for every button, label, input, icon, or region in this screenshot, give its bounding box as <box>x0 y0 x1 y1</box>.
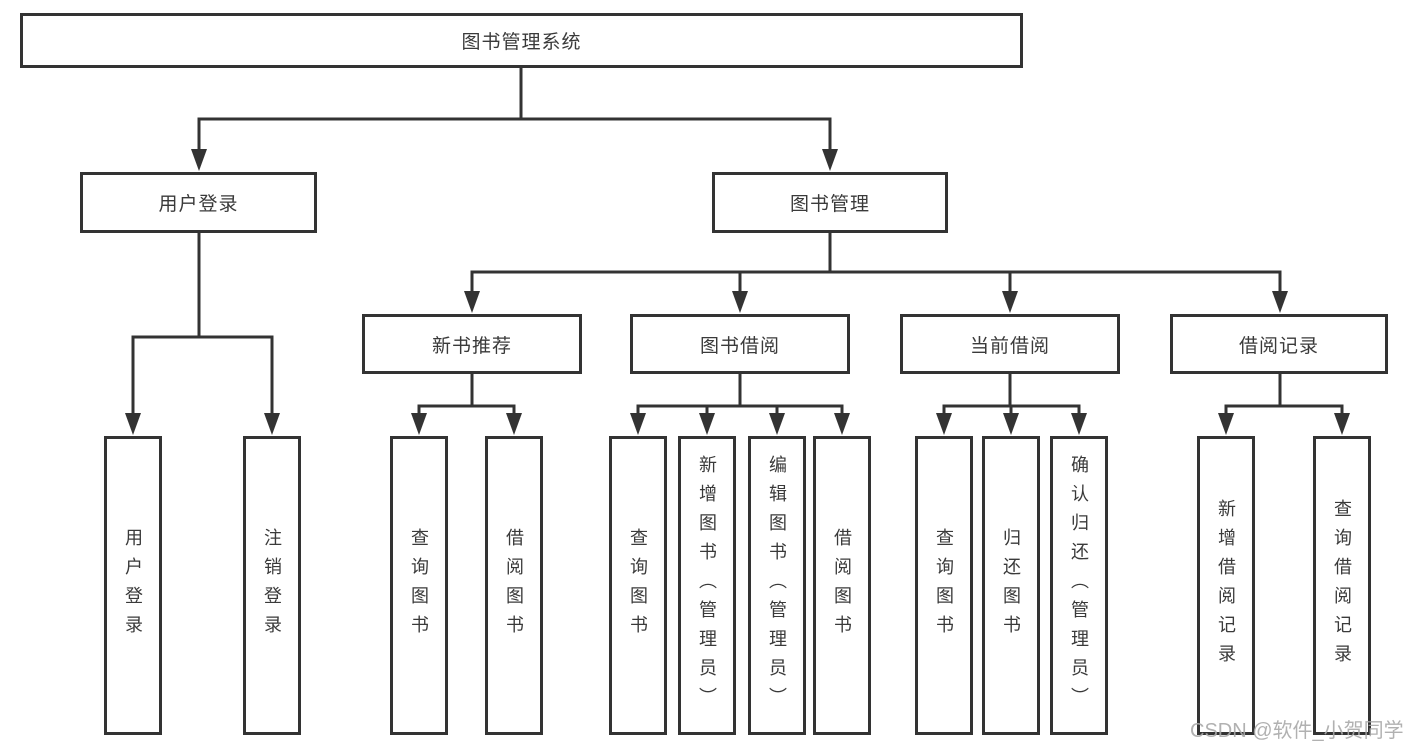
leaf-borrow-borrow-books: 借阅图书 <box>813 436 871 735</box>
leaf-records-add-record-label: 新增借阅记录 <box>1216 498 1236 673</box>
leaf-current-confirm-return-admin: 确认归还（管理员） <box>1050 436 1108 735</box>
leaf-borrow-query-books-label: 查询图书 <box>628 527 648 644</box>
node-user-login-label: 用户登录 <box>158 194 239 215</box>
leaf-current-confirm-return-admin-label: 确认归还（管理员） <box>1069 455 1089 716</box>
leaf-current-query-books: 查询图书 <box>915 436 973 735</box>
group-book-borrow-label: 图书借阅 <box>699 335 780 357</box>
leaf-recommend-borrow-books-label: 借阅图书 <box>504 527 524 644</box>
leaf-logout: 注销登录 <box>243 436 301 735</box>
leaf-user-login: 用户登录 <box>104 436 162 735</box>
group-new-book-recommend: 新书推荐 <box>362 314 582 374</box>
leaf-recommend-borrow-books: 借阅图书 <box>485 436 543 735</box>
watermark-text: CSDN @软件_小贺同学 <box>1190 720 1404 742</box>
leaf-borrow-query-books: 查询图书 <box>609 436 667 735</box>
group-new-book-recommend-label: 新书推荐 <box>431 335 512 357</box>
node-user-login: 用户登录 <box>80 172 317 233</box>
group-borrow-records-label: 借阅记录 <box>1238 335 1319 357</box>
leaf-recommend-query-books-label: 查询图书 <box>409 527 429 644</box>
group-current-borrow-label: 当前借阅 <box>969 335 1050 357</box>
leaf-logout-label: 注销登录 <box>262 527 282 644</box>
leaf-records-query-record-label: 查询借阅记录 <box>1332 498 1352 673</box>
node-root: 图书管理系统 <box>20 13 1023 68</box>
leaf-borrow-edit-book-admin-label: 编辑图书（管理员） <box>767 455 787 716</box>
leaf-borrow-add-book-admin-label: 新增图书（管理员） <box>697 455 717 716</box>
leaf-current-return-books: 归还图书 <box>982 436 1040 735</box>
leaf-borrow-borrow-books-label: 借阅图书 <box>832 527 852 644</box>
leaf-user-login-label: 用户登录 <box>123 527 143 644</box>
node-book-management: 图书管理 <box>712 172 948 233</box>
leaf-recommend-query-books: 查询图书 <box>390 436 448 735</box>
leaf-borrow-add-book-admin: 新增图书（管理员） <box>678 436 736 735</box>
group-current-borrow: 当前借阅 <box>900 314 1120 374</box>
group-book-borrow: 图书借阅 <box>630 314 850 374</box>
leaf-current-return-books-label: 归还图书 <box>1001 527 1021 644</box>
leaf-borrow-edit-book-admin: 编辑图书（管理员） <box>748 436 806 735</box>
leaf-records-query-record: 查询借阅记录 <box>1313 436 1371 735</box>
leaf-records-add-record: 新增借阅记录 <box>1197 436 1255 735</box>
group-borrow-records: 借阅记录 <box>1170 314 1388 374</box>
leaf-current-query-books-label: 查询图书 <box>934 527 954 644</box>
node-root-label: 图书管理系统 <box>461 32 582 53</box>
node-book-management-label: 图书管理 <box>789 194 870 215</box>
